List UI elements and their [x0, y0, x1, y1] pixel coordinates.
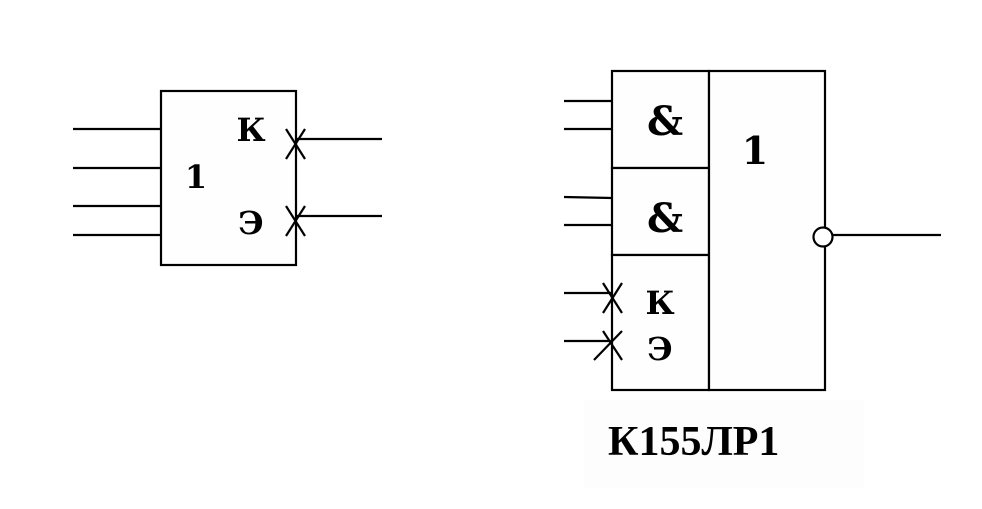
expander-input-e-cross-icon — [593, 330, 623, 361]
inversion-bubble-icon — [812, 226, 834, 248]
expander-input-label-k: К — [645, 284, 674, 322]
expander-input-k-cross-icon — [602, 282, 623, 314]
or-symbol: 1 — [742, 128, 768, 173]
left-expander-element: 1 К Э — [73, 89, 382, 267]
chip-name-backdrop — [584, 400, 864, 488]
and-section-1-symbol: & — [647, 98, 683, 145]
left-output-label-e: Э — [238, 204, 263, 242]
and-section-2-symbol: & — [647, 195, 683, 242]
chip-name-text: К155ЛР1 — [608, 419, 779, 465]
left-output-k-cross-icon — [285, 128, 306, 160]
left-element-body — [159, 89, 298, 267]
left-function-symbol: 1 — [185, 158, 207, 196]
chip-name-label: К155ЛР1 — [584, 400, 864, 488]
expander-input-label-e: Э — [647, 330, 672, 368]
and2-input-1 — [563, 195, 613, 200]
left-output-e-cross-icon — [285, 205, 306, 237]
expander-section — [610, 253, 711, 392]
left-output-label-k: К — [236, 111, 265, 149]
right-and-or-not-element: & & 1 К Э — [563, 69, 941, 392]
and-section-2 — [610, 166, 711, 257]
or-section — [707, 69, 827, 392]
